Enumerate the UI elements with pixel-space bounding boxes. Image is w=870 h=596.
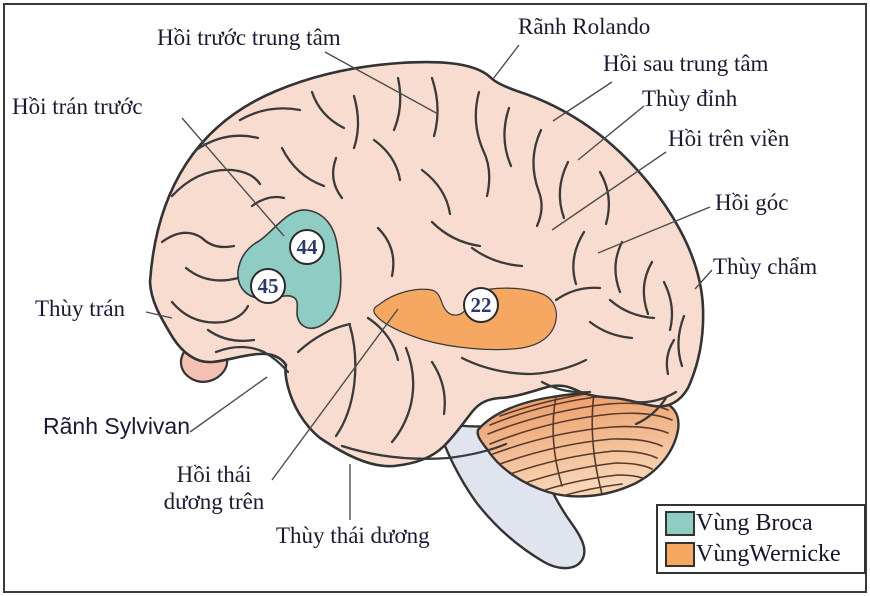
area-44-circle	[289, 229, 325, 265]
area-44-number: 44	[297, 235, 319, 259]
leader-prefrontal	[181, 117, 285, 237]
label-parietal-lobe: Thùy đỉnh	[642, 86, 738, 111]
label-sylvian-fissure: Rãnh Sylvivan	[43, 413, 191, 439]
sulci-lines	[160, 76, 686, 460]
leader-precentral	[324, 51, 439, 115]
cerebrum-shape	[148, 60, 705, 468]
area-22-number: 22	[471, 293, 492, 317]
legend-row-broca: Vùng Broca	[665, 510, 864, 538]
label-temporal-lobe: Thùy thái dương	[276, 523, 430, 548]
legend-label-wernicke: VùngWernicke	[696, 540, 841, 567]
figure-border	[3, 3, 867, 593]
label-postcentral-gyrus: Hồi sau trung tâm	[603, 51, 769, 76]
leader-postcentral	[552, 81, 613, 122]
label-supramarginal-gyrus: Hồi trên viền	[668, 126, 790, 151]
legend-box: Vùng Broca VùngWernicke	[656, 504, 866, 574]
leader-frontal	[145, 311, 173, 319]
area-22-circle	[463, 287, 499, 323]
leader-parietal	[577, 105, 645, 161]
wernicke-area-region	[373, 287, 557, 351]
leader-sylvian	[189, 376, 268, 433]
leader-supramarginal	[551, 151, 667, 231]
area-45-number: 45	[258, 274, 279, 298]
area-45-circle	[250, 268, 286, 304]
brodmann-badges: 44 45 22	[250, 229, 499, 323]
label-anterior-frontal-gyrus: Hồi trán trước	[12, 94, 143, 119]
leader-lines	[145, 44, 713, 520]
legend-row-wernicke: VùngWernicke	[665, 540, 864, 568]
label-occipital-lobe: Thùy chẩm	[713, 254, 818, 279]
leader-occipital	[694, 269, 713, 290]
legend-swatch-wernicke	[665, 541, 695, 567]
leader-sup-temporal	[271, 308, 399, 481]
label-angular-gyrus: Hồi góc	[715, 190, 789, 215]
label-rolando-sulcus: Rãnh Rolando	[518, 14, 651, 39]
cerebellum-stripes	[487, 392, 673, 497]
legend-swatch-broca	[665, 511, 695, 537]
label-superior-temporal-gyrus: Hồi thái dương trên	[163, 462, 265, 515]
label-precentral-gyrus: Hồi trước trung tâm	[157, 25, 341, 50]
legend-label-broca: Vùng Broca	[696, 510, 813, 537]
leader-angular	[597, 206, 711, 254]
leader-rolando	[492, 44, 520, 80]
cerebellum-shape	[476, 391, 680, 498]
label-frontal-lobe: Thùy trán	[35, 296, 126, 321]
